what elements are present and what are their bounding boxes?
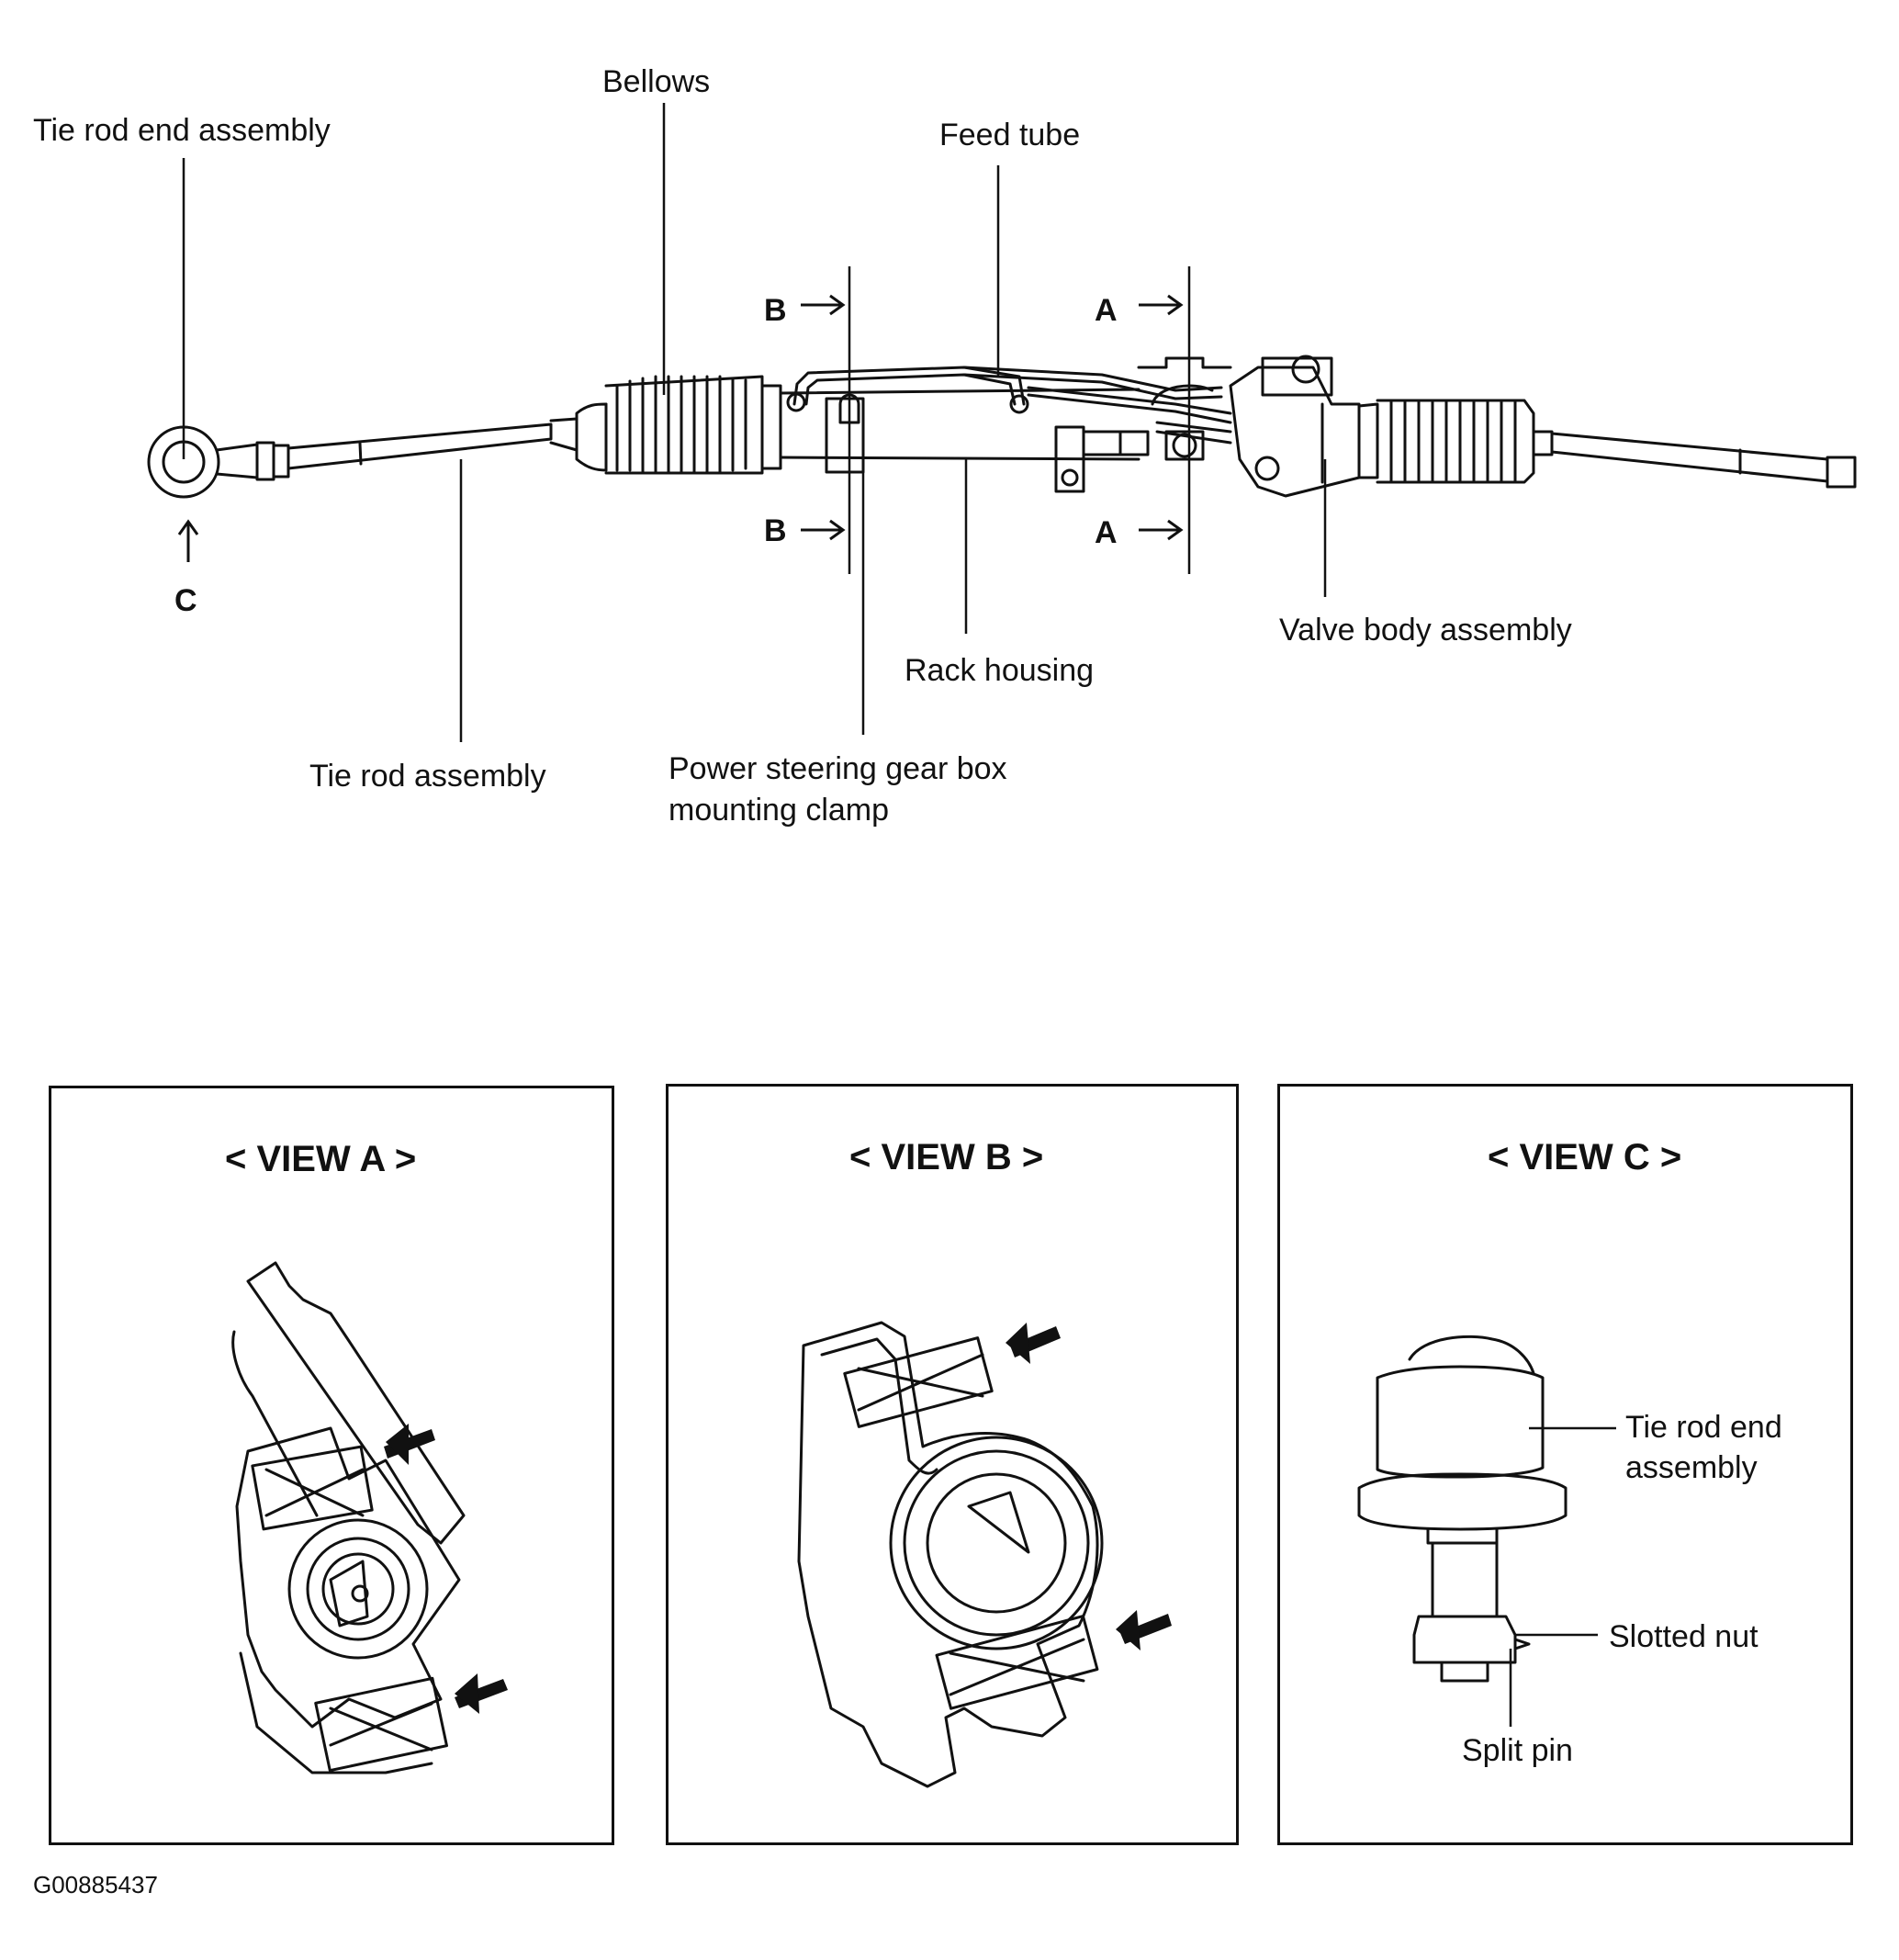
view-c-drawing [1357, 1335, 1568, 1683]
label-tie-rod-assembly: Tie rod assembly [309, 759, 546, 794]
view-a-drawing [231, 1261, 466, 1774]
steering-rack-drawing [147, 103, 1857, 742]
view-b-panel [666, 1084, 1239, 1845]
label-tie-rod-end-assembly: Tie rod end assembly [33, 113, 331, 148]
view-b-drawing [797, 1321, 1104, 1788]
view-c-label-slotted-nut: Slotted nut [1609, 1619, 1759, 1654]
valve-body [1229, 355, 1361, 498]
feed-tubes [786, 366, 1232, 445]
figure-code: G00885437 [33, 1871, 158, 1898]
section-marker-b-bottom: B [764, 513, 787, 548]
view-a-panel [49, 1086, 614, 1845]
section-arrows [177, 294, 1184, 562]
label-bellows: Bellows [602, 64, 711, 99]
valve-body-clamp [1137, 356, 1232, 461]
view-c-label-split-pin: Split pin [1462, 1733, 1573, 1768]
view-c-label-tie-rod-end-1: Tie rod end [1625, 1410, 1782, 1445]
view-c-label-tie-rod-end-2: assembly [1625, 1450, 1758, 1485]
label-mounting-clamp-line2: mounting clamp [669, 793, 890, 828]
view-b-arrows [1006, 1323, 1172, 1650]
label-mounting-clamp-line1: Power steering gear box [669, 751, 1007, 786]
leader-lines [182, 103, 1327, 742]
label-valve-body-assembly: Valve body assembly [1279, 613, 1572, 648]
right-bellows [1357, 399, 1535, 484]
right-tie-rod [1532, 430, 1857, 489]
section-marker-b-top: B [764, 293, 787, 328]
section-marker-a-bottom: A [1095, 515, 1118, 550]
view-c-panel [1277, 1084, 1853, 1845]
view-c-marker: C [174, 583, 197, 618]
label-feed-tube: Feed tube [939, 118, 1081, 152]
section-marker-a-top: A [1095, 293, 1118, 328]
left-bellows [575, 375, 782, 475]
rack-housing-body [779, 388, 1150, 493]
label-rack-housing: Rack housing [905, 653, 1095, 688]
view-b-title: < VIEW B > [849, 1137, 1044, 1177]
view-c-title: < VIEW C > [1488, 1137, 1682, 1177]
view-c-leaders [1509, 1426, 1616, 1727]
view-a-arrows [384, 1424, 508, 1714]
view-a-title: < VIEW A > [225, 1139, 417, 1179]
